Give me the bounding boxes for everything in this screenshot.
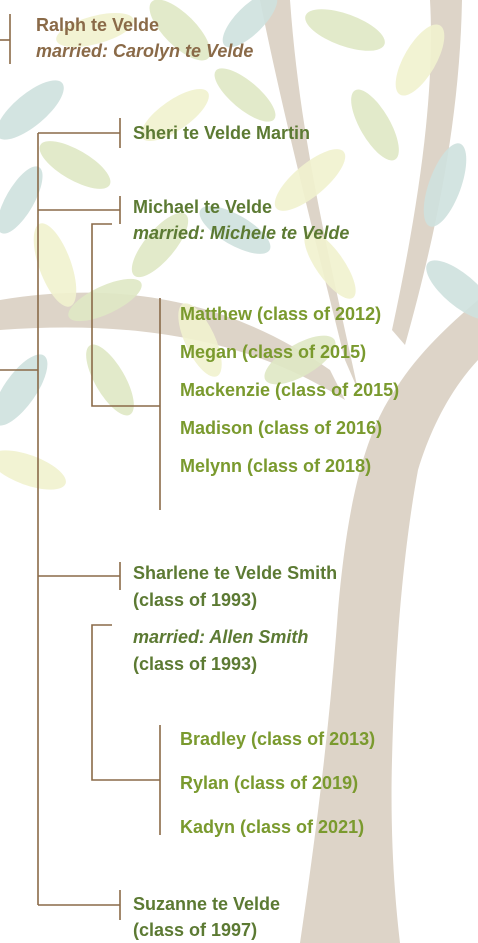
- grandchild-megan: Megan (class of 2015): [180, 342, 367, 362]
- child-sharlene-spouse-class: (class of 1993): [133, 654, 258, 674]
- grandchild-kadyn: Kadyn (class of 2021): [180, 817, 365, 837]
- child-sharlene-name: Sharlene te Velde Smith: [133, 563, 338, 583]
- grandchild-melynn: Melynn (class of 2018): [180, 456, 372, 476]
- grandchild-mackenzie: Mackenzie (class of 2015): [180, 380, 400, 400]
- child-michael-name: Michael te Velde: [133, 197, 273, 217]
- grandchild-madison: Madison (class of 2016): [180, 418, 383, 438]
- root-spouse: married: Carolyn te Velde: [36, 41, 254, 61]
- child-suzanne-name: Suzanne te Velde: [133, 894, 281, 914]
- sharlene-bracket: [91, 624, 160, 781]
- child-michael-spouse: married: Michele te Velde: [133, 223, 350, 243]
- child-sharlene-class: (class of 1993): [133, 590, 258, 610]
- child-suzanne-class: (class of 1997): [133, 920, 258, 940]
- root-name: Ralph te Velde: [36, 15, 160, 35]
- child-sharlene-spouse: married: Allen Smith: [133, 627, 309, 647]
- michael-bracket: [91, 223, 160, 407]
- grandchild-rylan: Rylan (class of 2019): [180, 773, 359, 793]
- grandchild-matthew: Matthew (class of 2012): [180, 304, 382, 324]
- grandchild-bradley: Bradley (class of 2013): [180, 729, 376, 749]
- child-sheri-name: Sheri te Velde Martin: [133, 123, 311, 143]
- tree-leaves: [0, 0, 478, 490]
